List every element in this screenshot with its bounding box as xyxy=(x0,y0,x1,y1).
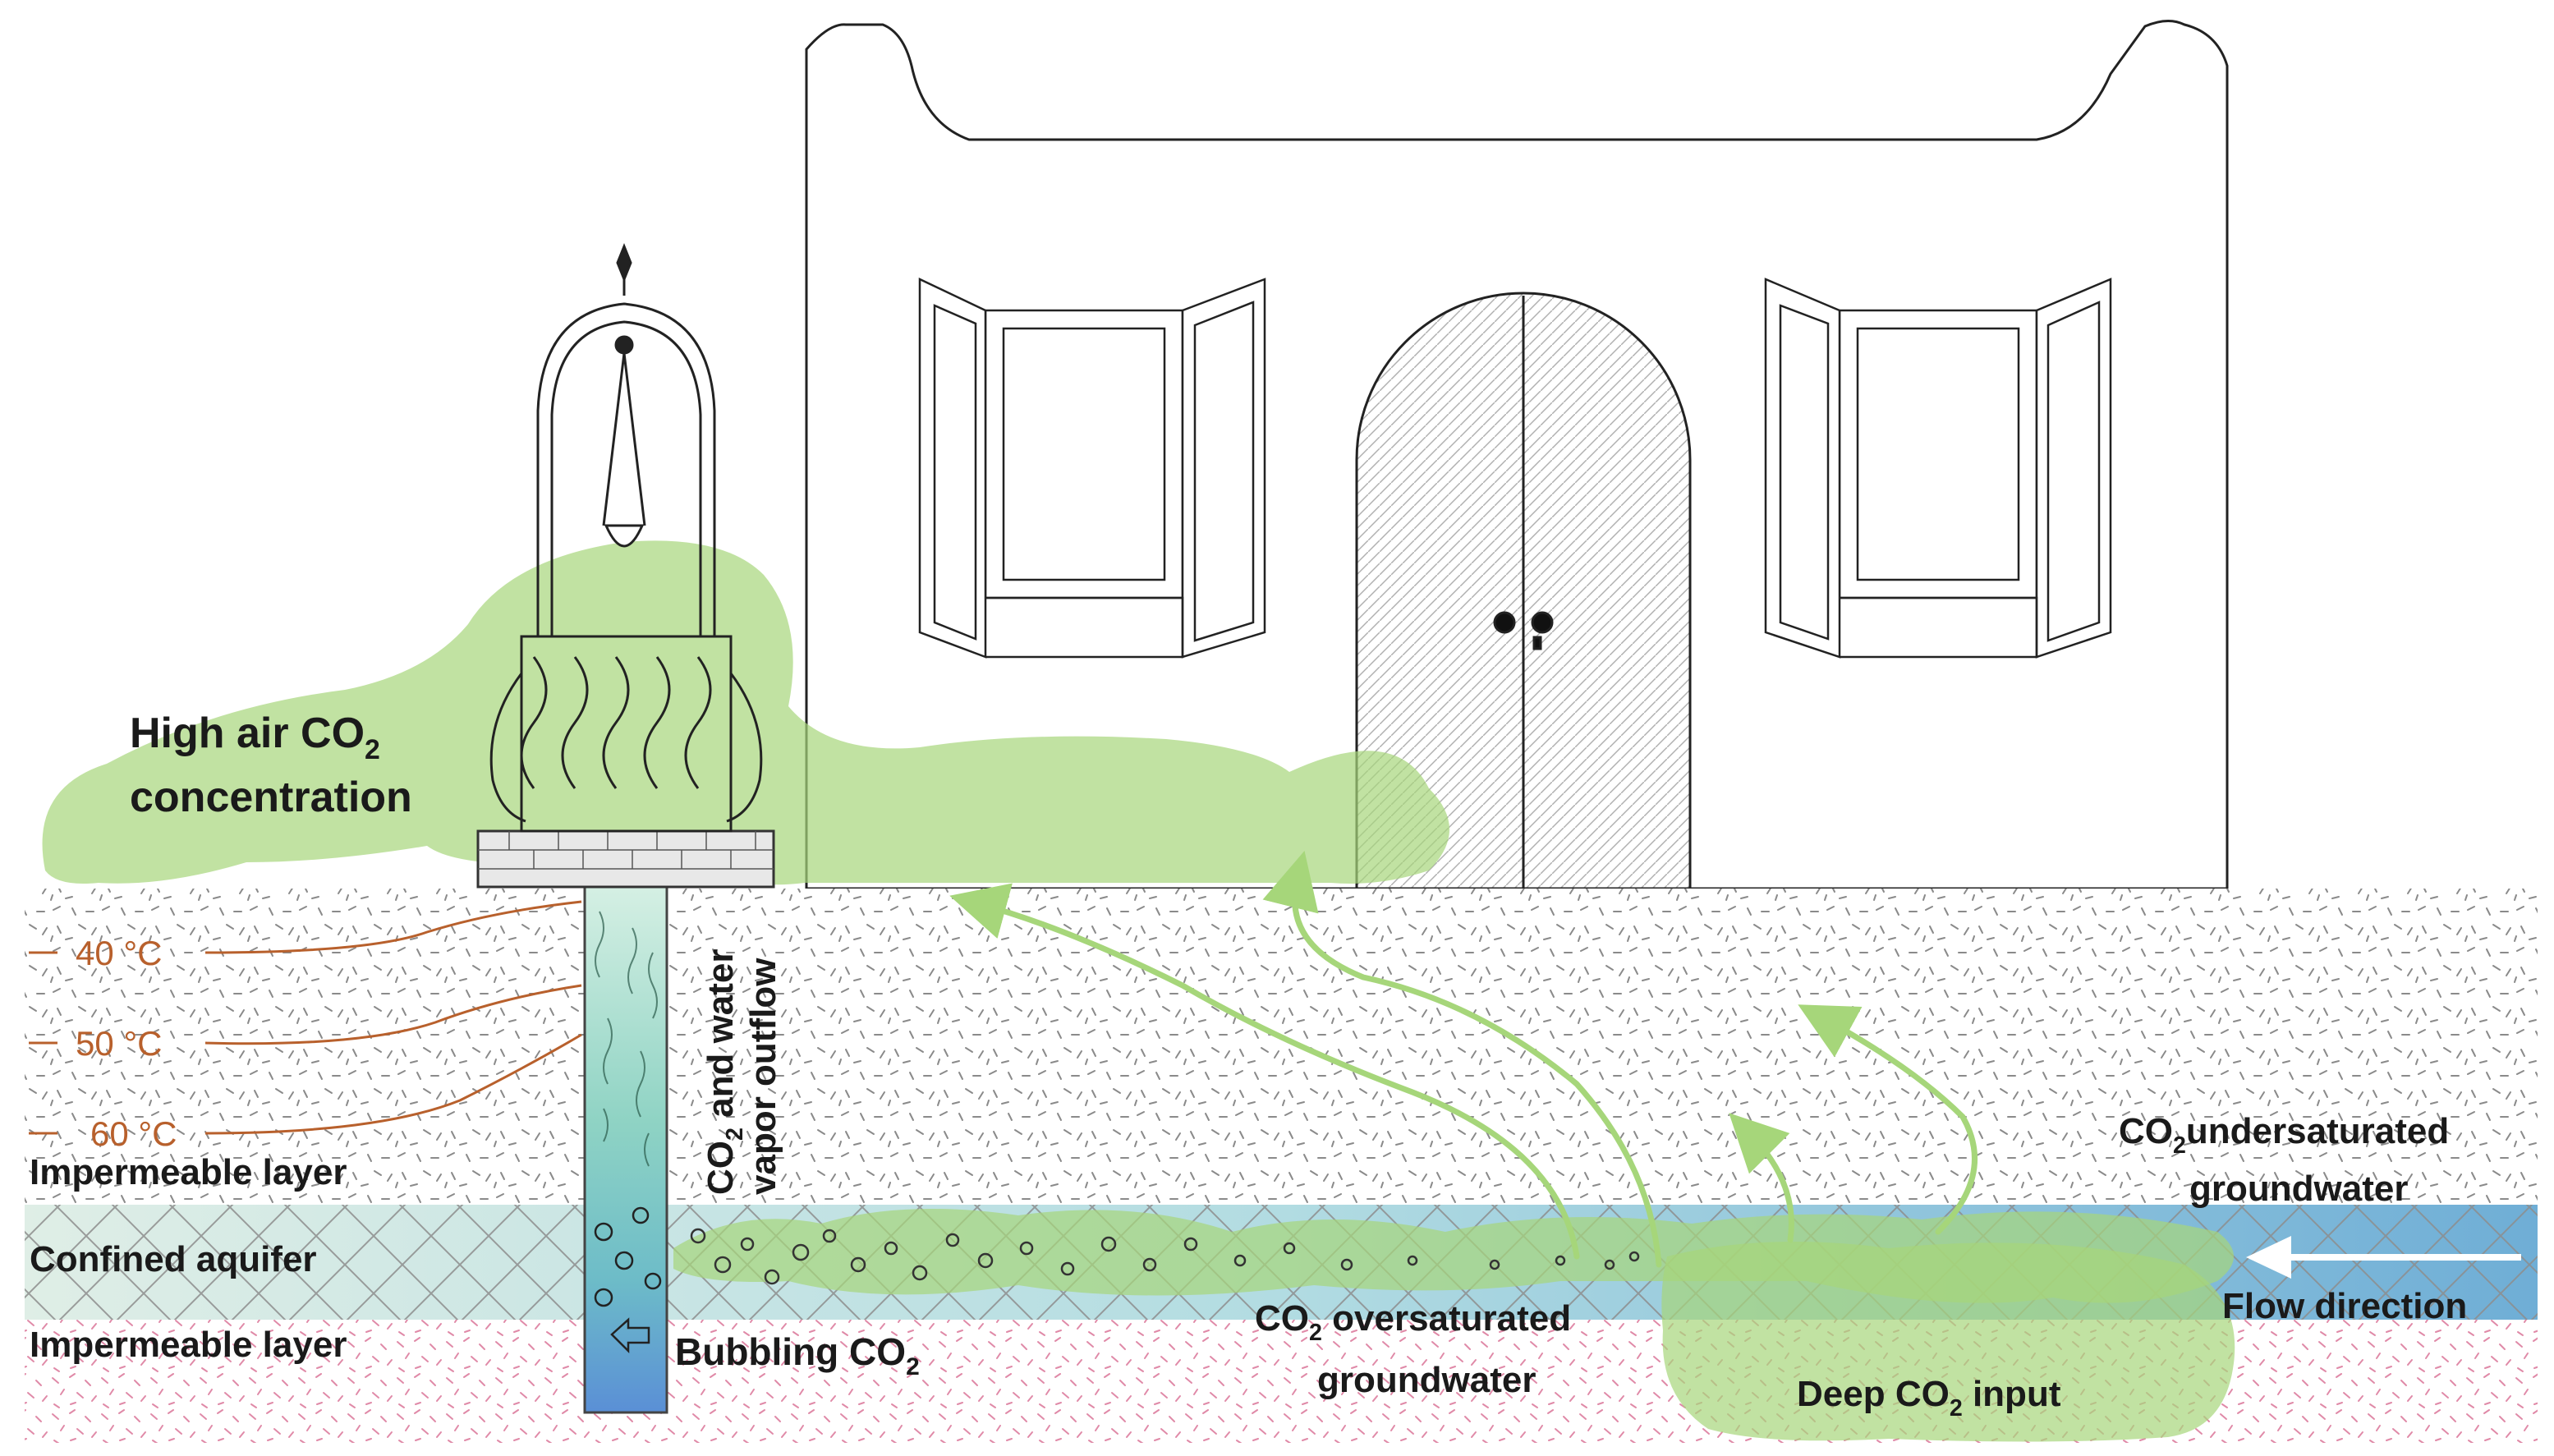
flow-arrow-icon xyxy=(2246,1236,2521,1279)
well-shaft xyxy=(583,881,668,1414)
bubbling-co2-label: Bubbling CO2 xyxy=(675,1330,920,1380)
well-ironwork xyxy=(489,635,763,833)
door-icon xyxy=(1355,292,1692,890)
window-right-icon xyxy=(1764,278,2112,659)
confined-aquifer-label: Confined aquifer xyxy=(30,1239,317,1279)
co2-rise-arrow-1 xyxy=(949,883,1580,1260)
undersaturated-groundwater-label: groundwater xyxy=(2189,1169,2408,1209)
window-left-icon xyxy=(918,278,1266,659)
co2-rise-arrow-2 xyxy=(1262,851,1662,1268)
temp-60-label: 60 °C xyxy=(90,1114,177,1153)
high-air-co2-label: High air CO2 xyxy=(130,710,380,765)
co2-undersaturated-label: CO2undersaturated xyxy=(2119,1111,2449,1159)
temp-40-label: 40 °C xyxy=(76,934,163,972)
vapor-outflow-label: vapor outflow xyxy=(743,958,783,1195)
impermeable-layer-bottom-label: Impermeable layer xyxy=(30,1325,347,1365)
upper-soil-layer xyxy=(25,889,2538,1205)
co2-oversaturated-label: CO2 oversaturated xyxy=(1255,1298,1571,1346)
temperature-isotherms xyxy=(29,900,582,1135)
well-icon xyxy=(476,242,775,1414)
temp-50-label: 50 °C xyxy=(76,1024,163,1063)
oversaturated-groundwater-label: groundwater xyxy=(1317,1360,1536,1400)
deep-co2-input-label: Deep CO2 input xyxy=(1797,1374,2061,1422)
concentration-label: concentration xyxy=(130,774,412,821)
well-arch xyxy=(536,242,716,636)
labels: High air CO2 concentration CO2 and water… xyxy=(30,710,2467,1422)
well-brick-curb xyxy=(476,829,775,889)
flow-direction-label: Flow direction xyxy=(2222,1286,2467,1326)
impermeable-layer-top-label: Impermeable layer xyxy=(30,1152,347,1192)
co2-rising-arrows xyxy=(949,851,1978,1268)
co2-rise-arrow-4 xyxy=(1798,1004,1978,1235)
co2-water-vapor-outflow-label: CO2 and water xyxy=(701,948,748,1195)
co2-rise-arrow-3 xyxy=(1729,1113,1794,1243)
house-icon xyxy=(805,20,2229,890)
co2-cloud xyxy=(42,540,2235,1442)
bubble-icon xyxy=(690,1228,1640,1285)
